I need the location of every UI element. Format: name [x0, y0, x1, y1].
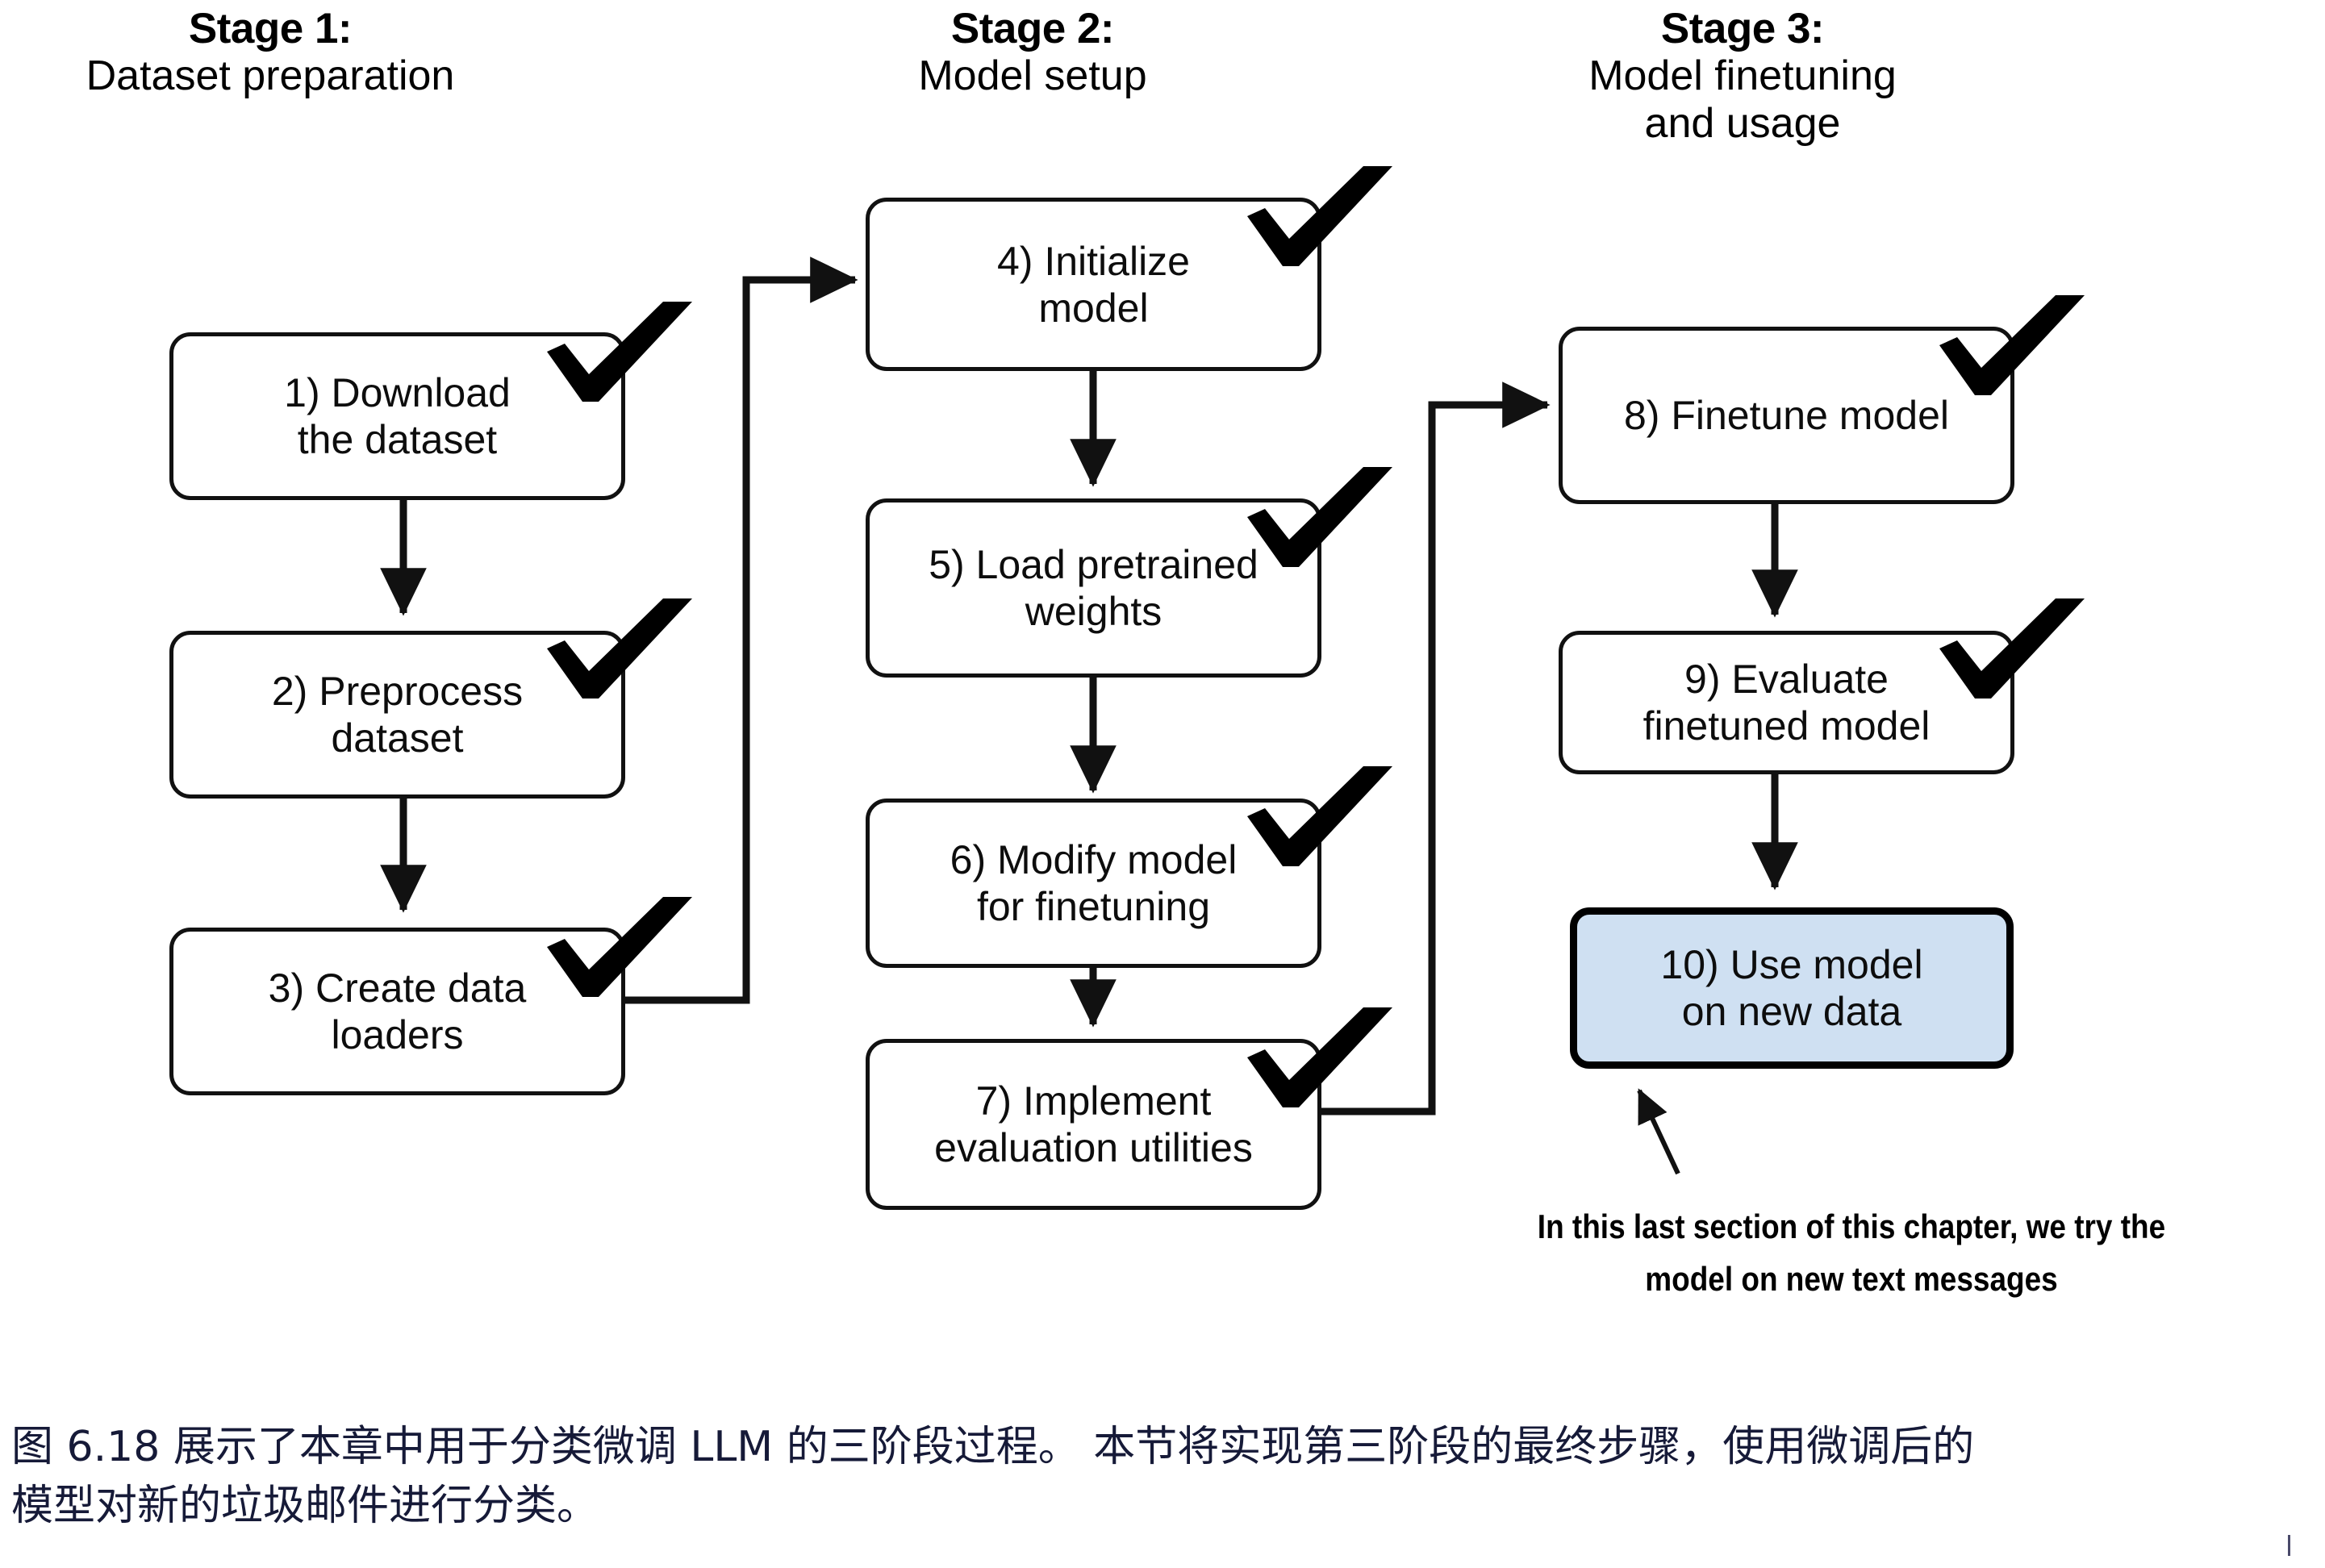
step-3-line-1: 3) Create data: [268, 965, 527, 1011]
step-5-box[interactable]: 5) Load pretrained weights: [866, 498, 1321, 678]
step-1-line-1: 1) Download: [284, 370, 511, 415]
step-6-box[interactable]: 6) Modify model for finetuning: [866, 799, 1321, 968]
connector-stage2-to-stage3: [1313, 382, 1551, 1116]
step-4-line-2: model: [1038, 285, 1149, 331]
figure-caption: 图 6.18 展示了本章中用于分类微调 LLM 的三阶段过程。 本节将实现第三阶…: [11, 1418, 2319, 1536]
stage-1-title: Stage 1:: [188, 5, 353, 52]
step-8-box[interactable]: 8) Finetune model: [1559, 327, 2014, 504]
step-4-line-1: 4) Initialize: [997, 238, 1190, 284]
step-10-line-2: on new data: [1681, 989, 1902, 1034]
step-5-line-2: weights: [1025, 589, 1162, 634]
step-5-line-1: 5) Load pretrained: [929, 542, 1259, 587]
step-8-line-1: 8) Finetune model: [1623, 393, 1949, 438]
stage-1-heading: Stage 1: Dataset preparation: [44, 5, 496, 100]
step-6-line-1: 6) Modify model: [950, 837, 1238, 882]
stage-3-subtitle-line-2: and usage: [1644, 99, 1841, 147]
step-7-box[interactable]: 7) Implement evaluation utilities: [866, 1039, 1321, 1210]
stage-3-heading: Stage 3: Model finetuning and usage: [1484, 5, 2001, 147]
step-10-box[interactable]: 10) Use model on new data: [1570, 907, 2014, 1069]
stage-3-title: Stage 3:: [1660, 5, 1825, 52]
step-1-line-2: the dataset: [297, 417, 498, 462]
step-2-box[interactable]: 2) Preprocess dataset: [169, 631, 625, 799]
step-6-line-2: for finetuning: [976, 884, 1211, 929]
check-mark-icon: [1242, 763, 1404, 880]
step-3-line-2: loaders: [331, 1012, 464, 1057]
stage-1-subtitle: Dataset preparation: [86, 52, 455, 100]
step-4-box[interactable]: 4) Initialize model: [866, 198, 1321, 371]
caption-line-2: 模型对新的垃圾邮件进行分类。: [11, 1481, 599, 1530]
step-2-line-2: dataset: [331, 715, 464, 761]
check-mark-icon: [1242, 163, 1404, 280]
annotation-line-2: model on new text messages: [1645, 1260, 2058, 1299]
stage-2-subtitle: Model setup: [918, 52, 1147, 100]
step-3-box[interactable]: 3) Create data loaders: [169, 928, 625, 1095]
step-7-line-1: 7) Implement: [975, 1078, 1212, 1124]
check-mark-icon: [1242, 1004, 1404, 1121]
check-mark-icon: [1242, 464, 1404, 581]
page-edge-tick: [2288, 1535, 2290, 1556]
stage-2-title: Stage 2:: [950, 5, 1115, 52]
step-1-box[interactable]: 1) Download the dataset: [169, 332, 625, 500]
step-2-line-1: 2) Preprocess: [271, 669, 524, 714]
stage-3-subtitle-line-1: Model finetuning: [1588, 52, 1897, 100]
connector-stage1-to-stage2: [625, 256, 858, 1004]
annotation-line-1: In this last section of this chapter, we…: [1537, 1207, 2166, 1245]
check-mark-icon: [542, 298, 703, 415]
step-9-line-2: finetuned model: [1643, 703, 1931, 749]
callout-annotation: In this last section of this chapter, we…: [1458, 1200, 2246, 1305]
check-mark-icon: [542, 595, 703, 712]
step-9-line-1: 9) Evaluate: [1684, 657, 1889, 702]
caption-line-1: 图 6.18 展示了本章中用于分类微调 LLM 的三阶段过程。 本节将实现第三阶…: [11, 1423, 1975, 1471]
check-mark-icon: [542, 894, 703, 1011]
step-9-box[interactable]: 9) Evaluate finetuned model: [1559, 631, 2014, 774]
step-7-line-2: evaluation utilities: [934, 1125, 1253, 1170]
step-10-line-1: 10) Use model: [1660, 942, 1923, 987]
check-mark-icon: [1935, 595, 2096, 712]
callout-arrow-icon: [1637, 1088, 1680, 1175]
stage-2-heading: Stage 2: Model setup: [807, 5, 1259, 100]
check-mark-icon: [1935, 292, 2096, 409]
